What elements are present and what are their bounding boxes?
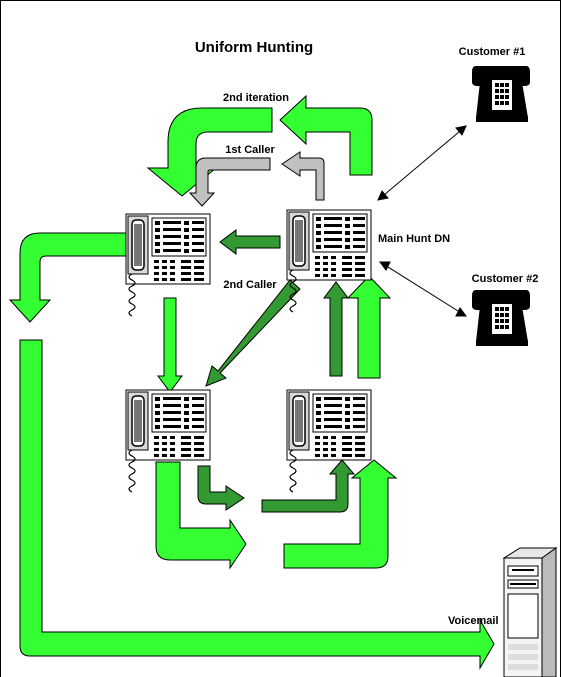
voicemail-route-arrow [20,340,494,668]
to-phone4-dark-arrow [262,460,354,512]
first-caller-forward-arrow [190,158,270,206]
phone2-overflow-arrow [10,233,126,322]
voicemail-label: Voicemail [448,615,499,627]
phone2-to-phone3-arrow [158,298,182,392]
first-caller-return-arrow [282,152,324,200]
customer-2-phone-icon [472,290,530,346]
second-caller-diagonal-arrow [206,280,300,386]
voicemail-server-icon [504,548,556,677]
main-hunt-dn-label: Main Hunt DN [378,233,450,245]
phone3-bottom-dark-arrow [198,466,244,510]
customer-1-connection-line [378,126,466,200]
first-caller-label: 1st Caller [225,144,275,156]
customer-2-label: Customer #2 [472,273,539,285]
phone4-to-main-dark-arrow [324,282,348,376]
customer-2-arrowhead-start [380,262,390,270]
diagram-title: Uniform Hunting [195,39,313,56]
customer-2-connection-line [380,262,466,316]
customer-1-label: Customer #1 [459,46,526,58]
second-iteration-label: 2nd iteration [223,92,289,104]
customer-2-arrowhead-end [456,308,466,316]
main-to-phone2-arrow [220,230,280,254]
second-caller-label: 2nd Caller [223,279,277,291]
customer-1-phone-icon [472,66,530,122]
phone4-to-main-bright-arrow [348,276,390,378]
